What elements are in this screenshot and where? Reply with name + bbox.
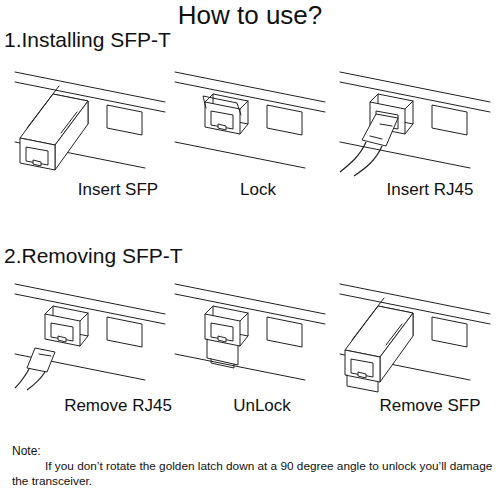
sfp-module: [205, 306, 248, 346]
panel: [175, 284, 325, 380]
latch-down: [347, 375, 378, 392]
step-insert-rj45: [340, 72, 490, 176]
plug-detail: [39, 354, 51, 356]
cable: [354, 146, 382, 176]
note-label: Note:: [12, 444, 132, 459]
step-remove-rj45: [15, 284, 165, 390]
step-lock: [175, 72, 325, 168]
cable: [340, 142, 366, 172]
sfp-module: [45, 306, 88, 346]
step-insert-sfp: [15, 72, 165, 170]
step-remove-sfp: [340, 284, 490, 392]
panel: [175, 72, 325, 168]
sfp-module: [205, 94, 248, 134]
section-heading: 1.Installing SFP-T: [4, 28, 304, 52]
rj45-plug: [27, 348, 55, 372]
step-label: Remove SFP: [360, 396, 500, 416]
step-label: Insert RJ45: [360, 180, 500, 200]
sfp-module: [20, 86, 88, 170]
note-text: If you don’t rotate the golden latch dow…: [12, 459, 496, 489]
rj45-plug: [362, 114, 398, 146]
panel: [15, 284, 165, 380]
cable: [27, 372, 45, 390]
section-heading: 2.Removing SFP-T: [4, 244, 304, 268]
sfp-module: [345, 298, 413, 382]
latch-down: [207, 339, 238, 368]
step-label: Insert SFP: [48, 180, 188, 200]
panel: [340, 72, 490, 168]
step-label: Lock: [188, 180, 328, 200]
latch-up: [203, 96, 241, 115]
step-label: Remove RJ45: [48, 396, 188, 416]
cable: [15, 369, 29, 388]
step-label: UnLock: [192, 396, 332, 416]
page-title: How to use?: [0, 0, 500, 30]
step-unlock: [175, 284, 325, 380]
plug-detail: [370, 124, 392, 139]
